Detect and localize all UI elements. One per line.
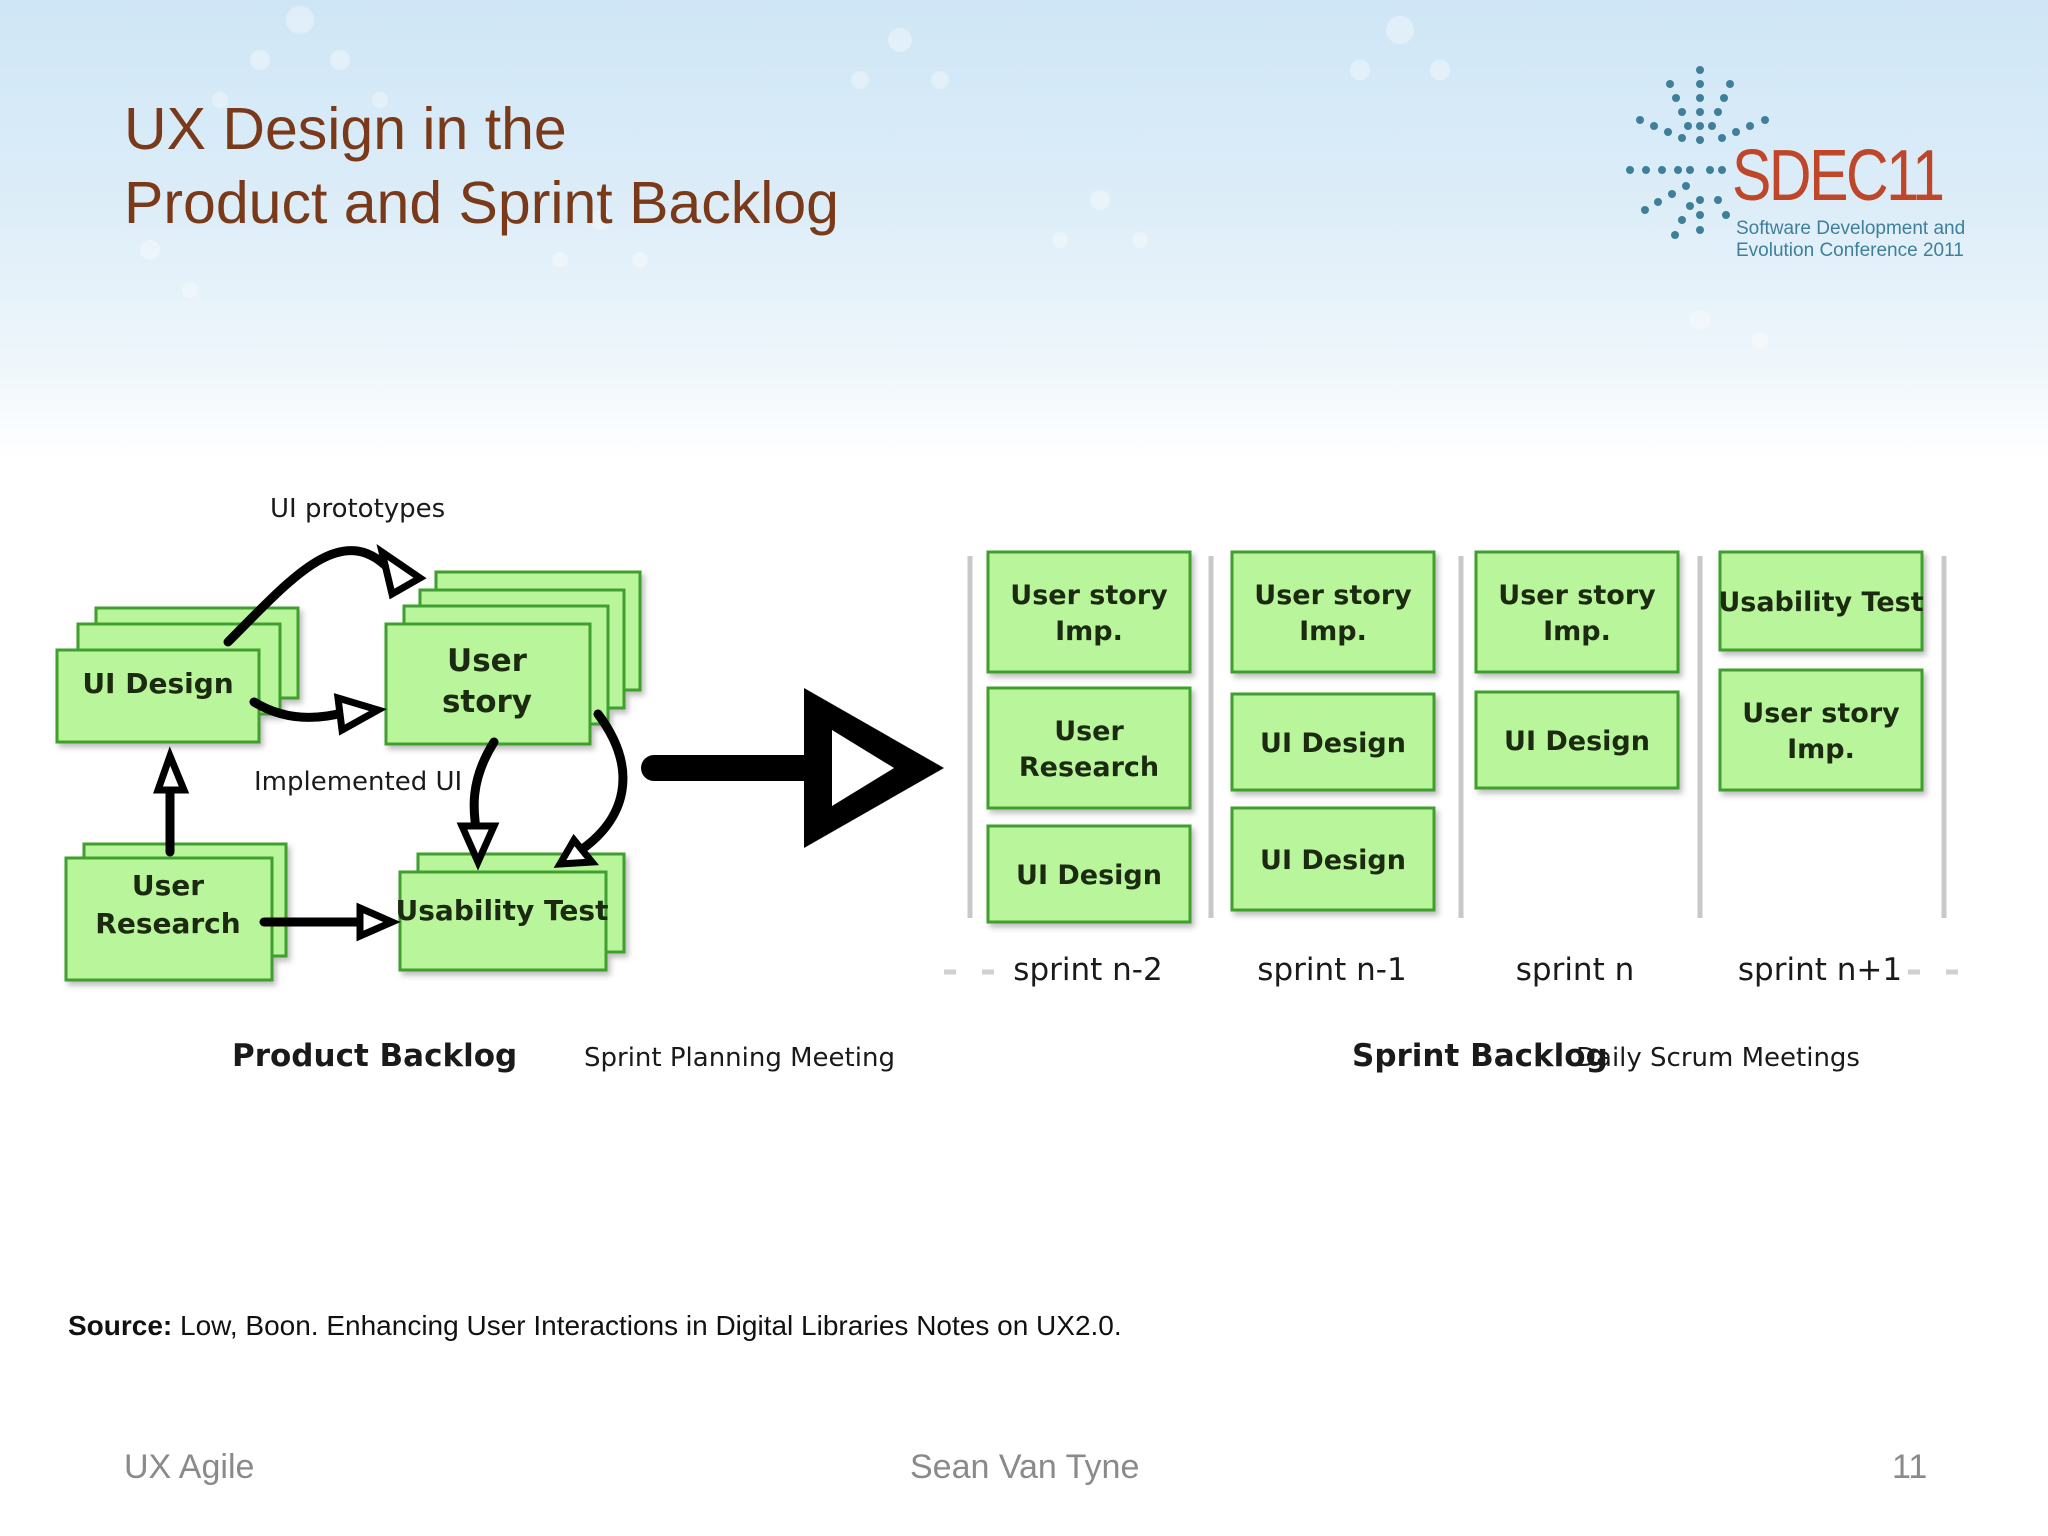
sprint-backlog-caption: Sprint Backlog: [1352, 1038, 1608, 1074]
sprint-card-label: UI Design: [1016, 860, 1162, 891]
user-research-card: [64, 842, 288, 982]
user-story-label-line-2: story: [442, 684, 532, 720]
source-citation: Source: Low, Boon. Enhancing User Intera…: [68, 1310, 1122, 1342]
sprint-label-n: sprint n: [1516, 952, 1635, 988]
title-line-2: Product and Sprint Backlog: [124, 170, 839, 236]
slide-title: UX Design in the Product and Sprint Back…: [124, 92, 839, 240]
sprint-planning-label: Sprint Planning Meeting: [584, 1043, 895, 1073]
sprint-card: [986, 686, 1192, 810]
sprint-card: [1230, 692, 1436, 792]
title-line-1: UX Design in the: [124, 96, 567, 162]
sprint-card-label: Research: [1019, 752, 1159, 783]
implemented-ui-arrowhead: [333, 693, 387, 736]
logo-subtitle: Software Development and Evolution Confe…: [1736, 218, 1965, 262]
sprint-card: [1474, 690, 1680, 790]
source-label: Source:: [68, 1310, 173, 1341]
footer-center: Sean Van Tyne: [910, 1448, 1140, 1486]
story-to-test-arrowhead-2: [553, 833, 600, 868]
sprint-card-label: User: [1054, 716, 1124, 747]
sprint-card-label: Imp.: [1543, 616, 1611, 647]
sprint-card-label: UI Design: [1504, 726, 1650, 757]
backlog-diagram: UI Design User story User Research Usabi…: [55, 494, 1958, 1074]
sprint-card: [986, 550, 1192, 674]
sprint-label-n-1: sprint n-1: [1257, 952, 1406, 988]
user-research-label-line-2: Research: [95, 907, 240, 940]
story-to-test-arrowhead: [456, 822, 500, 871]
sprint-card: [1474, 550, 1680, 674]
page-number: 11: [1892, 1448, 1928, 1486]
sprint-card-label: Imp.: [1299, 616, 1367, 647]
sdec-logo: [1626, 66, 1769, 239]
usability-test-label: Usability Test: [396, 894, 609, 927]
sprint-card: [1230, 550, 1436, 674]
logo-wordmark: SDEC11: [1732, 136, 1945, 216]
source-text: Low, Boon. Enhancing User Interactions i…: [172, 1310, 1122, 1341]
ui-prototypes-label: UI prototypes: [270, 494, 445, 524]
sprint-card: [1230, 806, 1436, 912]
big-flow-arrowhead: [804, 688, 944, 848]
ui-design-label: UI Design: [82, 667, 233, 700]
sprint-card: [1718, 550, 1924, 652]
sprint-card-label: UI Design: [1260, 728, 1406, 759]
user-research-label-line-1: User: [132, 869, 204, 902]
sprint-label-n-2: sprint n-2: [1013, 952, 1162, 988]
logo-subtitle-line-2: Evolution Conference 2011: [1736, 240, 1964, 261]
daily-scrum-label: Daily Scrum Meetings: [1576, 1043, 1860, 1073]
product-backlog-caption: Product Backlog: [232, 1038, 517, 1074]
sprint-card-label: Imp.: [1055, 616, 1123, 647]
ui-prototypes-arrowhead: [376, 543, 427, 600]
user-story-label-line-1: User: [447, 643, 528, 679]
sprint-card-label: Imp.: [1787, 734, 1855, 765]
footer-left: UX Agile: [124, 1448, 255, 1486]
sprint-card-label: User story: [1498, 580, 1656, 611]
sprint-card-label: UI Design: [1260, 845, 1406, 876]
ui-prototypes-arrow: [223, 546, 393, 647]
sprint-card-label: User story: [1010, 580, 1168, 611]
implemented-ui-label: Implemented UI: [254, 767, 462, 797]
research-to-test-arrowhead: [356, 902, 401, 942]
background-decoration: [140, 6, 1768, 348]
user-story-card: [384, 570, 642, 746]
usability-test-card: [398, 852, 626, 972]
sprint-card-label: Usability Test: [1718, 587, 1923, 618]
story-to-test-arrow-2: [573, 709, 628, 857]
sprint-card: [1718, 668, 1924, 792]
sprint-card: [986, 824, 1192, 924]
sprint-label-n-plus-1: sprint n+1: [1738, 952, 1902, 988]
ui-design-card: [55, 606, 300, 744]
sprint-card-label: User story: [1254, 580, 1412, 611]
research-to-design-arrowhead: [153, 746, 190, 794]
implemented-ui-arrow: [249, 697, 351, 722]
sprint-card-label: User story: [1742, 698, 1900, 729]
logo-subtitle-line-1: Software Development and: [1736, 218, 1966, 239]
